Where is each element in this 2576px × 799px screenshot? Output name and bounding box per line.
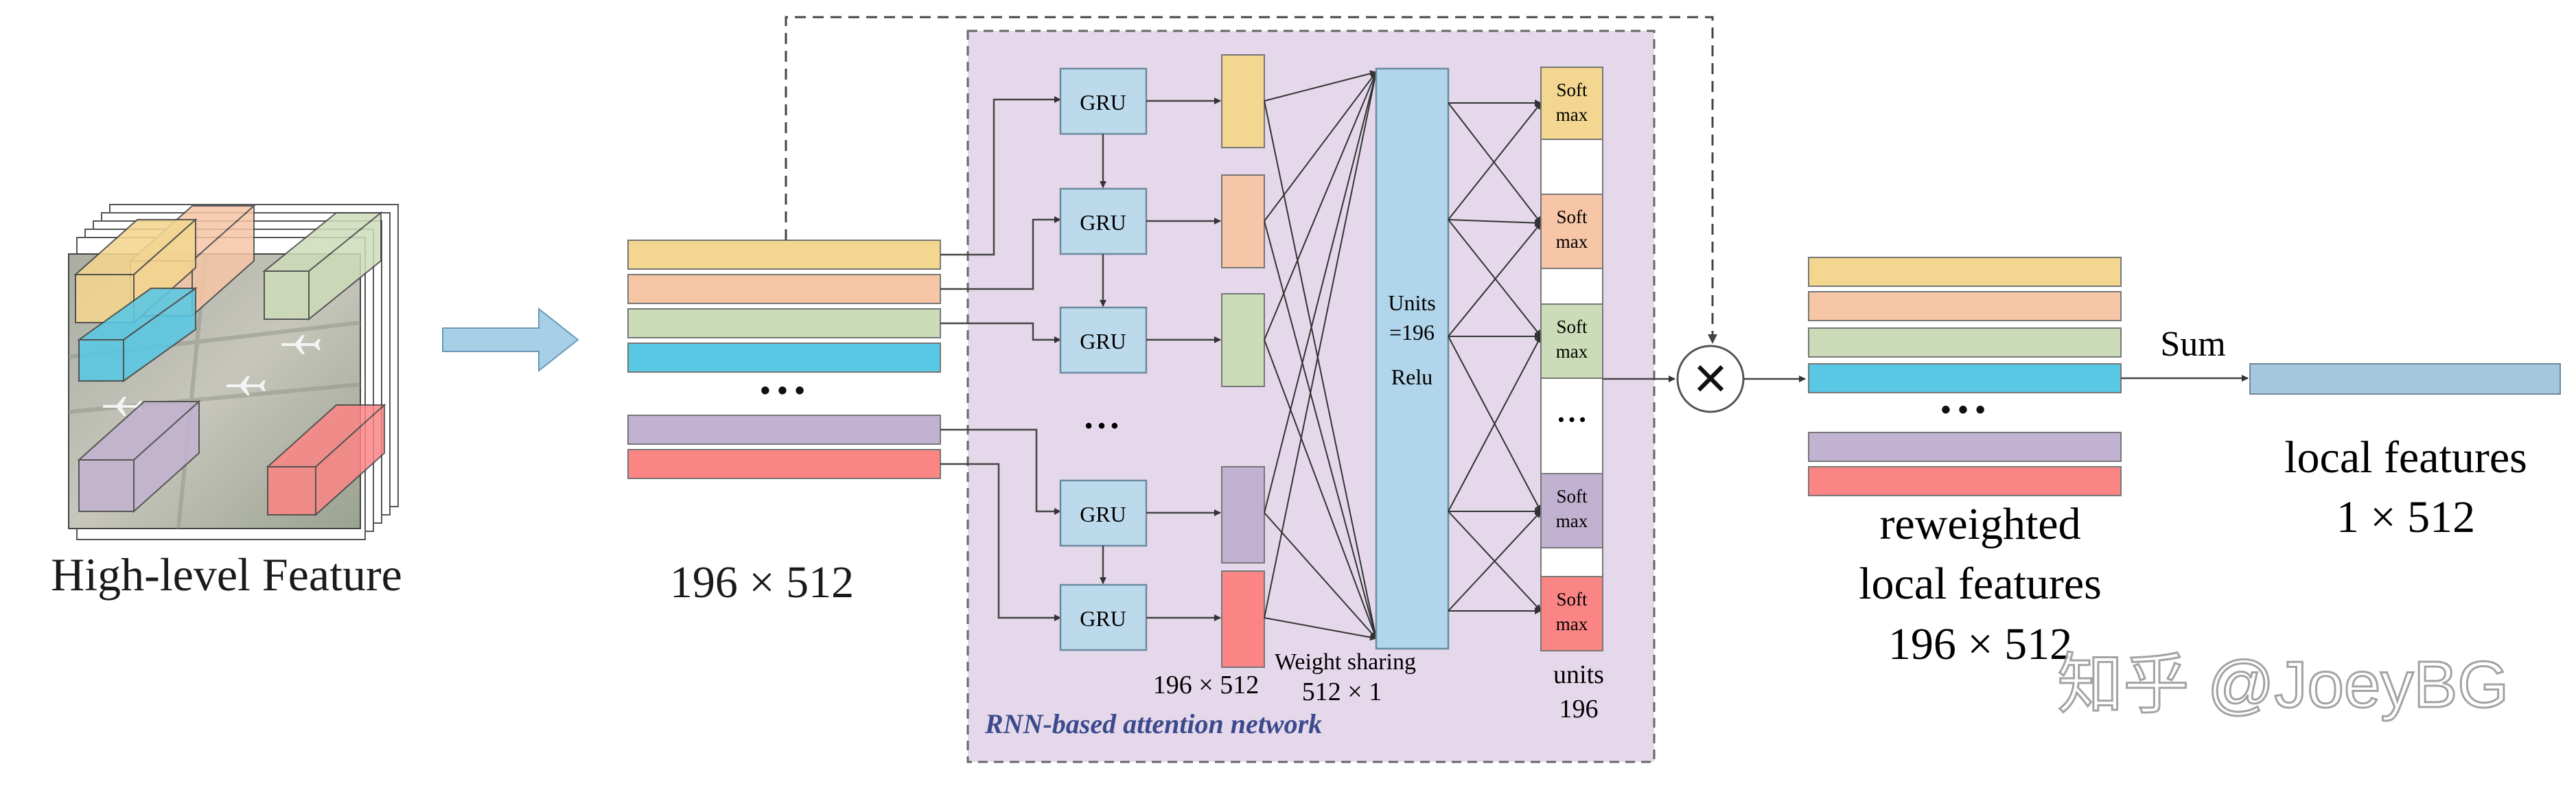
patch-sage — [262, 211, 383, 321]
watermark: 知乎 @JoeyBG — [2057, 648, 2509, 721]
gru-column: GRU GRU GRU • • • GRU GRU — [1059, 67, 1148, 651]
softmax-cell-lavender — [1540, 473, 1603, 548]
softmax-label: Soft — [1556, 589, 1588, 610]
patch-red — [266, 403, 386, 517]
hidden-states — [1221, 54, 1265, 668]
hidden-state-lavender — [1221, 466, 1265, 564]
flow-arrow — [442, 307, 579, 373]
feature-matrix: • • • — [627, 240, 941, 479]
reweighted-row-yellow — [1808, 257, 2122, 287]
reweighted-label-line3: 196 × 512 — [1888, 619, 2072, 669]
reweighted-row-sage — [1808, 327, 2122, 358]
output-feature-bar — [2249, 363, 2561, 395]
matrix-row-yellow — [627, 240, 941, 270]
reweighted-row-lavender — [1808, 432, 2122, 462]
gru-label: GRU — [1080, 90, 1126, 115]
softmax-label: Soft — [1556, 316, 1588, 337]
gru-cell — [1059, 479, 1148, 547]
gru-output-arrows — [1146, 97, 1221, 621]
high-level-feature-label: High-level Feature — [51, 548, 402, 601]
weight-dims-label: 512 × 1 — [1302, 678, 1382, 706]
matrix-row-lavender — [627, 415, 941, 445]
plane-icon — [281, 335, 321, 354]
output-label-line2: 1 × 512 — [2336, 492, 2475, 542]
softmax-cell-peach — [1540, 194, 1603, 269]
softmax-cell-yellow — [1540, 67, 1603, 140]
matrix-ellipsis: • • • — [761, 375, 804, 406]
reweighted-matrix: • • • — [1808, 257, 2122, 496]
matrix-dims-label: 196 × 512 — [670, 557, 854, 607]
reweighted-label-line2: local features — [1859, 559, 2102, 609]
units-label: units — [1553, 660, 1604, 689]
gru-cell — [1059, 583, 1148, 651]
matrix-row-peach — [627, 274, 941, 304]
dense-to-softmax-connections — [1448, 100, 1542, 614]
gru-label: GRU — [1080, 210, 1126, 235]
high-level-feature-stack — [68, 204, 399, 540]
reweighted-ellipsis: • • • — [1941, 395, 1985, 425]
matrix-row-red — [627, 449, 941, 479]
gru-ellipsis: • • • — [1085, 415, 1118, 437]
reweighted-label-line1: reweighted — [1879, 499, 2080, 549]
softmax-ellipsis: • • • — [1558, 410, 1586, 430]
hidden-dims-label: 196 × 512 — [1153, 671, 1259, 699]
softmax-label: max — [1556, 341, 1588, 362]
gru-label: GRU — [1080, 329, 1126, 354]
gru-cell — [1059, 67, 1148, 135]
softmax-label: max — [1556, 104, 1588, 125]
softmax-labels: Soft max Soft max Soft max • • • Soft ma… — [1556, 80, 1588, 634]
reweighted-row-red — [1808, 466, 2122, 496]
reweighted-row-cyan — [1808, 363, 2122, 393]
sum-label: Sum — [2160, 325, 2225, 364]
softmax-label: max — [1556, 231, 1588, 252]
patch-cyan — [76, 287, 198, 382]
gru-cell — [1059, 306, 1148, 374]
hidden-state-peach — [1221, 174, 1265, 268]
reweighted-row-peach — [1808, 291, 2122, 321]
softmax-label: Soft — [1556, 486, 1588, 507]
skip-connection — [785, 16, 1717, 344]
gru-label: GRU — [1080, 606, 1126, 631]
plane-icon — [103, 397, 142, 416]
attention-network-caption: RNN-based attention network — [984, 708, 1322, 739]
weight-sharing-label: Weight sharing — [1275, 649, 1416, 675]
dense-activation: Relu — [1391, 364, 1432, 389]
dense-layer — [1375, 67, 1450, 650]
gru-label: GRU — [1080, 502, 1126, 526]
softmax-label: Soft — [1556, 207, 1588, 227]
output-label-line1: local features — [2284, 432, 2527, 483]
softmax-cell-red — [1540, 576, 1603, 651]
softmax-column — [1540, 67, 1603, 651]
matrix-to-gru-connectors — [940, 96, 1061, 621]
hidden-state-yellow — [1221, 54, 1265, 148]
hidden-state-sage — [1221, 293, 1265, 387]
units-value: 196 — [1559, 695, 1599, 723]
softmax-label: max — [1556, 614, 1588, 634]
softmax-label: max — [1556, 511, 1588, 531]
softmax-label: Soft — [1556, 80, 1588, 100]
dense-units-label: Units — [1388, 290, 1435, 315]
softmax-cell-sage — [1540, 303, 1603, 379]
hidden-state-red — [1221, 570, 1265, 668]
hidden-to-dense-connections — [1264, 70, 1379, 641]
matrix-row-sage — [627, 308, 941, 338]
dense-units-value: =196 — [1389, 320, 1435, 345]
plane-icon — [227, 376, 266, 395]
matrix-row-cyan — [627, 343, 941, 373]
multiply-symbol: × — [1693, 345, 1728, 411]
patch-lavender — [77, 400, 201, 513]
